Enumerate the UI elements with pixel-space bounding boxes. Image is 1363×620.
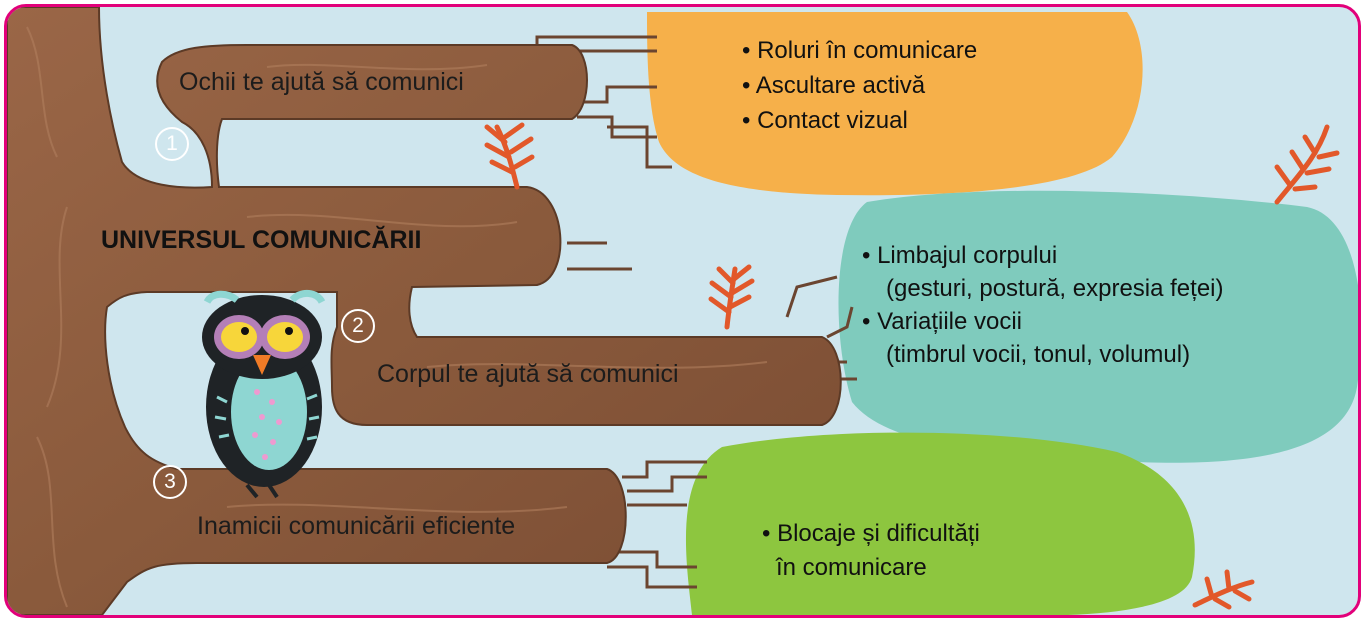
list-body: • Limbajul corpului (gesturi, postură, e… [862,239,1224,371]
list-eyes: • Roluri în comunicare • Ascultare activ… [742,33,977,138]
list-item: (gesturi, postură, expresia feței) [886,275,1224,302]
list-item: (timbrul vocii, tonul, volumul) [886,341,1191,368]
list-item: • Variațiile vocii [862,308,1023,335]
list-item: în comunicare [776,554,927,581]
list-item: • Ascultare activă [742,72,926,99]
list-item: • Contact vizual [742,107,908,134]
list-item: • Blocaje și dificultăți [762,520,980,547]
branch-number-2: 2 [341,309,375,343]
branch-label-eyes: Ochii te ajută să comunici [179,68,464,96]
trunk-grain [26,26,768,608]
central-title: UNIVERSUL COMUNICĂRII [101,226,422,254]
list-item: • Roluri în comunicare [742,37,978,64]
branch-number-3: 3 [153,465,187,499]
autumn-leaf-icon [484,122,535,190]
branch-label-obstacles: Inamicii comunicării eficiente [197,512,516,540]
blob-obstacles [685,432,1195,615]
branch-label-body: Corpul te ajută să comunici [377,360,679,388]
autumn-leaf-icon [1274,124,1340,205]
autumn-leaf-icon [708,264,755,330]
list-obstacles: • Blocaje și dificultăți în comunicare [762,517,980,585]
diagram-frame: 1 2 3 UNIVERSUL COMUNICĂRII Ochii te aju… [4,4,1361,618]
owl-illustration [202,290,326,499]
autumn-leaf-icon [1192,569,1255,610]
branch-number-1: 1 [155,127,189,161]
blob-body [838,190,1358,463]
diagram-artwork [7,7,1358,615]
blob-eyes [647,12,1143,196]
tree-trunk [7,7,842,615]
list-item: • Limbajul corpului [862,242,1058,269]
